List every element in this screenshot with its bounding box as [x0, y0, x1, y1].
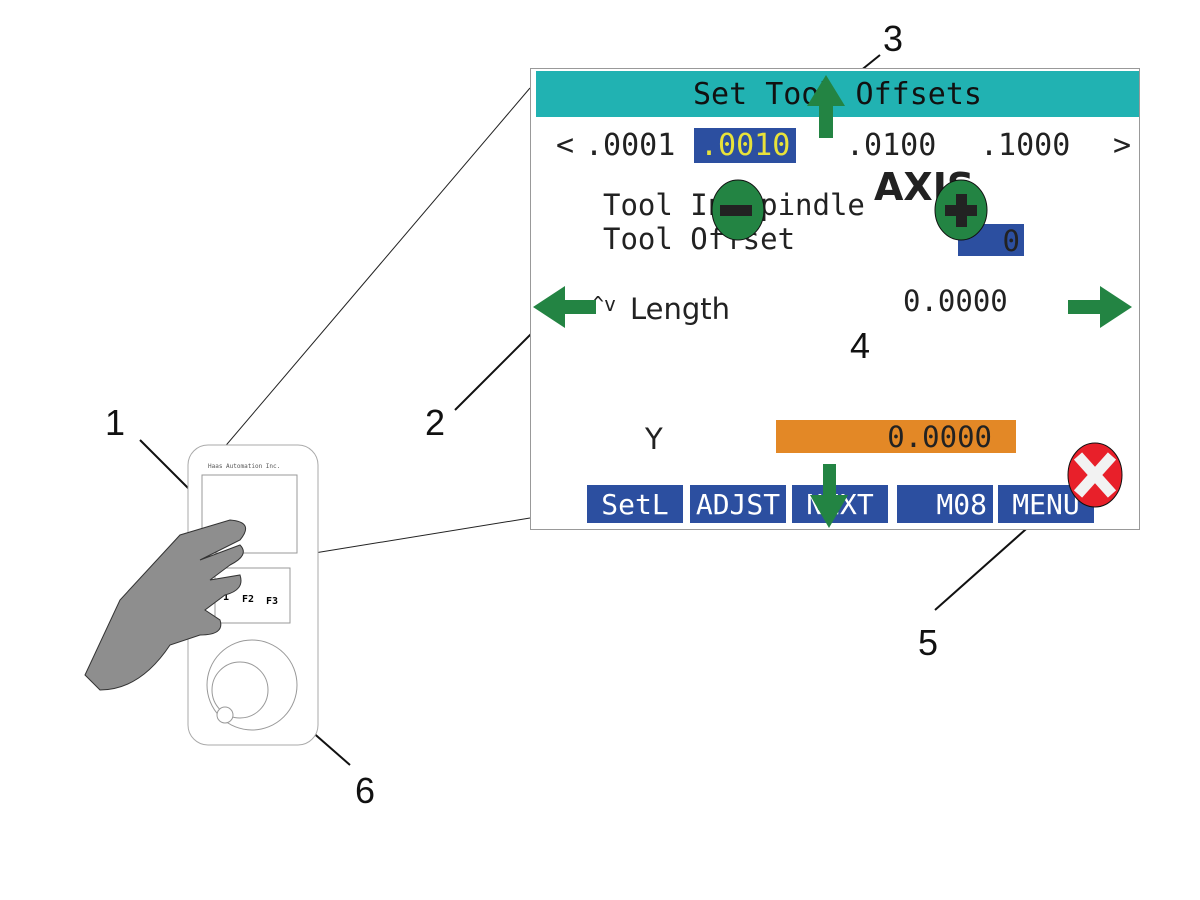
- callout-3: 3: [883, 18, 904, 59]
- callout-1: 1: [105, 402, 126, 443]
- increment-option[interactable]: .0100: [846, 128, 937, 163]
- length-value: 0.0000: [903, 284, 1008, 318]
- pendant-illustration: F1 F2 F3 Haas Automation Inc.: [84, 444, 319, 746]
- softkey-setl[interactable]: SetL: [587, 485, 683, 523]
- increment-option[interactable]: .1000: [980, 128, 1071, 163]
- axis-label: AXIS: [874, 165, 975, 209]
- tool-in-spindle-label: Tool In Spindle: [603, 188, 865, 222]
- length-label: Length: [630, 292, 731, 326]
- callout-6: 6: [355, 770, 376, 811]
- screen-title: Set Tool Offsets: [536, 71, 1139, 117]
- callout-2: 2: [425, 402, 446, 443]
- zoom-line-bottom: [289, 517, 531, 558]
- brand-text: Haas Automation Inc.: [208, 463, 280, 470]
- softkey-menu[interactable]: MENU: [998, 485, 1094, 523]
- key-f1[interactable]: F1: [217, 592, 229, 603]
- increment-next[interactable]: >: [1113, 128, 1132, 163]
- increment-option-selected[interactable]: .0010: [694, 128, 797, 163]
- hand: [84, 519, 247, 691]
- softkey-next[interactable]: NEXT: [792, 485, 888, 523]
- softkey-m08[interactable]: M08: [897, 485, 993, 523]
- callout-4: 4: [850, 325, 871, 366]
- increment-option[interactable]: .0001: [585, 128, 676, 163]
- handwheel-knob[interactable]: [216, 706, 234, 724]
- axis-name: Y: [645, 422, 663, 456]
- axis-value-bar: 0.0000: [776, 420, 1016, 454]
- key-f3[interactable]: F3: [266, 596, 278, 607]
- increment-prev[interactable]: <: [556, 128, 575, 163]
- pendant-screen-zoom: [530, 68, 1140, 530]
- tool-offset-value[interactable]: 0: [958, 224, 1024, 258]
- callout-5: 5: [918, 622, 939, 663]
- length-arrows: ^v: [592, 292, 617, 316]
- key-f2[interactable]: F2: [242, 594, 254, 605]
- tool-offset-label: Tool Offset: [603, 222, 796, 256]
- handwheel-inner: [211, 661, 269, 719]
- zoom-line-top: [204, 87, 531, 471]
- softkey-adjst[interactable]: ADJST: [690, 485, 786, 523]
